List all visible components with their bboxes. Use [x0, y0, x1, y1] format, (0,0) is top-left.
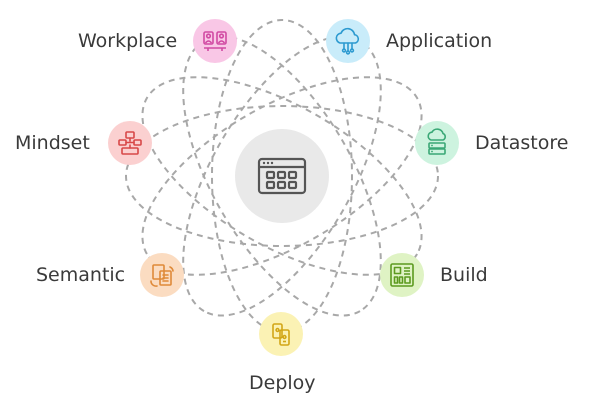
- circuit-board-icon: [390, 263, 414, 287]
- node-label-mindset: Mindset: [15, 132, 90, 154]
- node-label-semantic: Semantic: [36, 264, 126, 286]
- node-semantic: [140, 253, 184, 297]
- mobile-devices-icon: [272, 323, 290, 346]
- cloud-database-icon: [427, 128, 446, 155]
- cloud-network-icon: [335, 27, 360, 55]
- node-mindset: [108, 121, 152, 165]
- orbit-ring: [141, 76, 423, 276]
- team-collaboration-icon: [203, 31, 227, 51]
- node-build: [380, 253, 424, 297]
- documents-sync-icon: [150, 264, 174, 287]
- browser-window-grid-icon: [257, 157, 307, 195]
- node-label-build: Build: [440, 264, 488, 286]
- node-workplace: [193, 19, 237, 63]
- orbit-ring: [141, 76, 423, 276]
- node-label-workplace: Workplace: [78, 30, 178, 52]
- node-deploy: [259, 312, 303, 356]
- center-hub: [235, 129, 329, 223]
- orbit-ring: [125, 105, 439, 247]
- node-datastore: [415, 121, 459, 165]
- node-label-datastore: Datastore: [475, 132, 569, 154]
- node-application: [326, 19, 370, 63]
- node-label-deploy: Deploy: [249, 372, 316, 394]
- node-label-application: Application: [386, 30, 493, 52]
- network-devices-icon: [118, 131, 142, 155]
